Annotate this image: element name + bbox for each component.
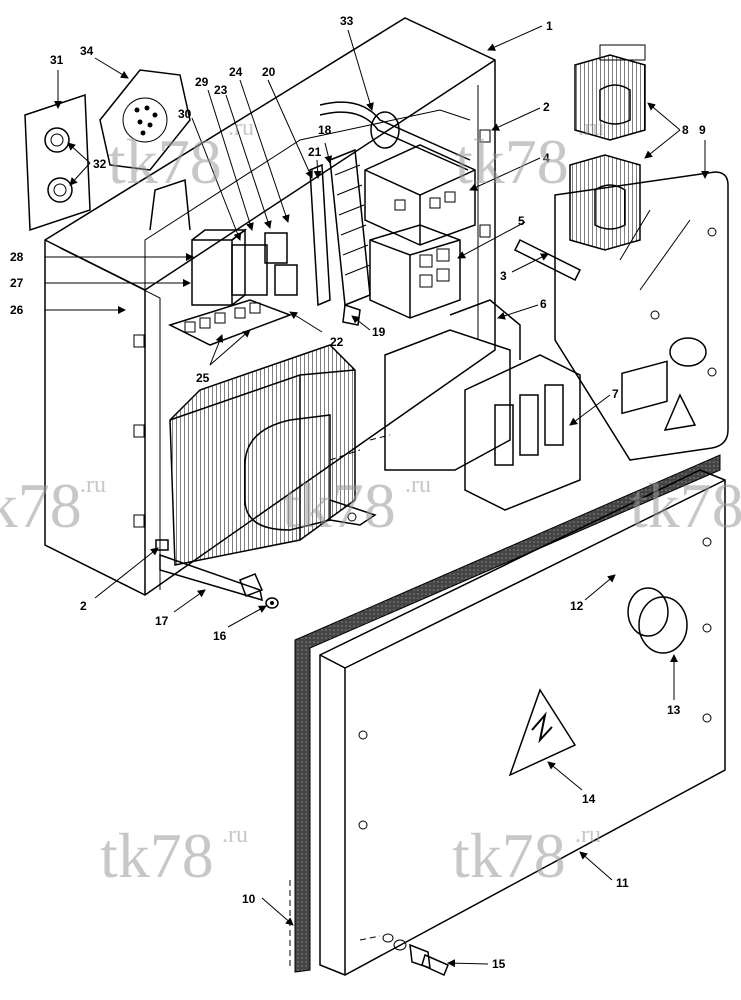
callout-25: 25 (196, 371, 210, 385)
watermarks: tk78 .ru tk78 .ru tk78 .ru tk78 .ru tk78… (0, 115, 741, 891)
watermark-4-suffix: .ru (405, 472, 431, 498)
callout-22: 22 (330, 335, 344, 349)
callout-26: 26 (10, 303, 24, 317)
watermark-2-suffix: .ru (578, 115, 604, 141)
callout-3: 3 (500, 269, 507, 283)
callout-labels: 1 2 3 4 5 6 7 8 9 10 11 12 13 14 15 16 1… (10, 14, 706, 971)
watermark-3: tk78 (0, 470, 82, 541)
callout-11: 11 (616, 876, 629, 890)
callout-24: 24 (229, 65, 243, 79)
channel-bracket (384, 299, 521, 471)
callout-14: 14 (582, 792, 596, 806)
callout-23: 23 (214, 83, 228, 97)
callout-29: 29 (195, 75, 209, 89)
callout-30: 30 (178, 107, 192, 121)
callout-27: 27 (10, 276, 24, 290)
callout-2-upper: 2 (543, 100, 550, 114)
callout-10: 10 (242, 892, 256, 906)
callout-19: 19 (372, 325, 386, 339)
mounting-bracket (159, 553, 264, 602)
fuse-block (464, 354, 581, 511)
callout-28: 28 (10, 250, 24, 264)
watermark-4: tk78 (282, 470, 396, 541)
watermark-6-suffix: .ru (222, 822, 248, 848)
label-plate (621, 360, 668, 415)
watermark-2: tk78 (455, 126, 569, 197)
watermark-1-suffix: .ru (228, 115, 254, 141)
callout-21: 21 (308, 145, 322, 159)
contactor-upper (364, 144, 476, 246)
callout-13: 13 (667, 703, 681, 717)
receptacle-plate (24, 93, 91, 232)
callout-5: 5 (518, 214, 525, 228)
watermark-7-suffix: .ru (575, 822, 601, 848)
clear-cover (554, 171, 729, 461)
callout-7: 7 (612, 387, 619, 401)
callout-33: 33 (340, 14, 354, 28)
callout-18: 18 (318, 123, 332, 137)
callout-34: 34 (80, 44, 94, 58)
callout-9: 9 (699, 123, 706, 137)
watermark-5: tk78 (630, 470, 741, 541)
small-transformer-lower (569, 154, 641, 251)
indicator-lamp (627, 587, 688, 654)
callout-16: 16 (213, 629, 227, 643)
inner-panel (144, 109, 471, 330)
callout-17: 17 (155, 614, 169, 628)
watermark-3-suffix: .ru (80, 472, 106, 498)
watermark-7: tk78 (452, 820, 566, 891)
nut-hardware (265, 597, 279, 609)
callout-32: 32 (93, 157, 107, 171)
callout-1: 1 (546, 19, 553, 33)
callout-6: 6 (540, 297, 547, 311)
callout-8: 8 (682, 123, 689, 137)
screw-hardware (155, 539, 169, 551)
main-transformer (169, 344, 377, 566)
bolt-hardware (382, 933, 449, 977)
door-panel (319, 469, 726, 976)
plug-connector (99, 69, 191, 171)
callout-15: 15 (492, 957, 506, 971)
leader-lines (45, 25, 709, 968)
callout-2-lower: 2 (80, 599, 87, 613)
callout-12: 12 (570, 599, 584, 613)
small-transformer-upper (574, 44, 646, 141)
connector-cable (319, 101, 471, 171)
contactor-lower (369, 224, 461, 319)
callout-4: 4 (543, 151, 550, 165)
watermark-1: tk78 (108, 126, 222, 197)
stud-rod (513, 238, 582, 282)
watermark-6: tk78 (100, 820, 214, 891)
callout-31: 31 (50, 53, 64, 67)
relay-group (168, 228, 298, 346)
door-gasket (294, 454, 721, 973)
callout-20: 20 (262, 65, 276, 79)
